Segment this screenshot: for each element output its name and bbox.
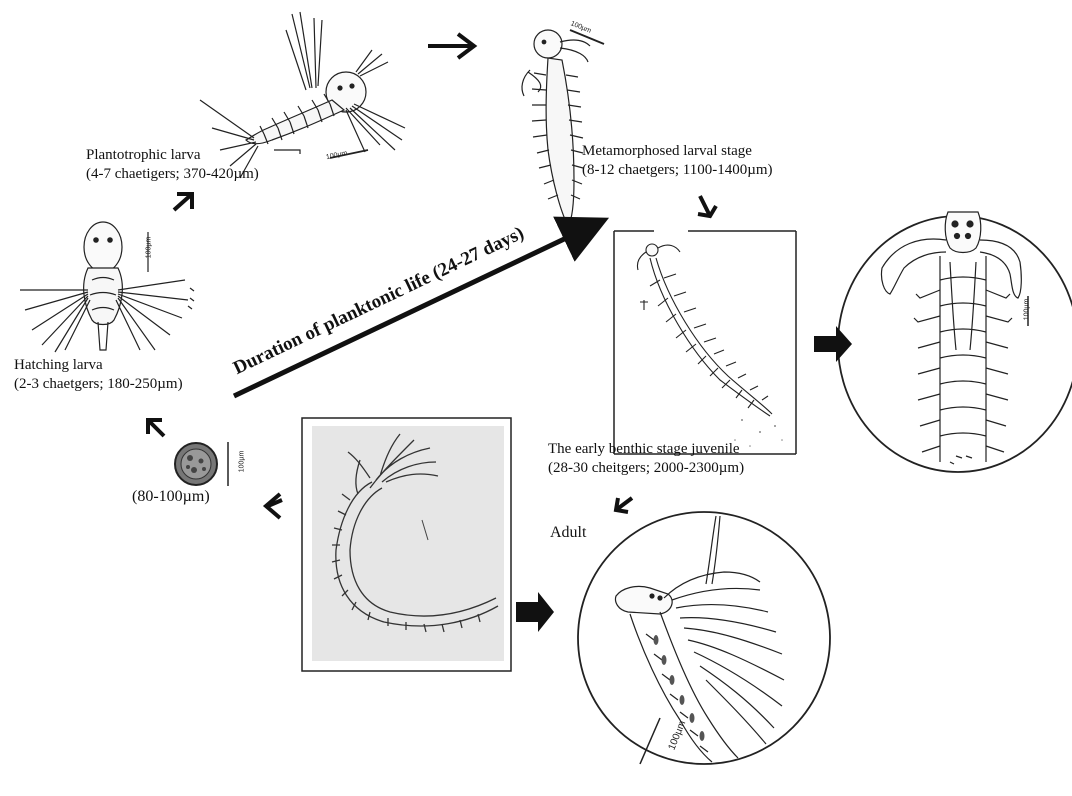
benthic-juvenile-panel: [614, 231, 796, 454]
plantotrophic-larva-illustration: [200, 12, 405, 178]
arrow-hatching-to-plantotrophic: [174, 194, 192, 210]
arrow-metamorphosed-to-benthic: [698, 196, 716, 216]
benthic-zoom-scale-label: 100µm: [1023, 299, 1030, 321]
metamorphosed-stage-detail: (8-12 chaetgers; 1100-1400µm): [582, 161, 773, 179]
planktonic-duration-arrow: [234, 222, 600, 396]
metamorphosed-stage-name: Metamorphosed larval stage: [582, 142, 752, 160]
metamorphosed-larva-illustration: [522, 30, 604, 226]
egg-scale-label: 100µm: [238, 451, 245, 473]
arrow-benthic-to-adult: [616, 498, 632, 512]
arrow-plantotrophic-to-metamorphosed: [428, 34, 474, 58]
arrow-adult-to-zoom: [516, 592, 554, 632]
adult-zoom-view: [578, 512, 830, 764]
arrow-adult-to-egg: [266, 494, 282, 518]
adult-label: Adult: [550, 524, 586, 542]
hatching-scale-label: 100µm: [145, 237, 152, 259]
arrow-egg-to-hatching: [148, 420, 164, 436]
juvenile-zoom-view: [838, 212, 1072, 472]
benthic-juvenile-detail: (28-30 cheitgers; 2000-2300µm): [548, 459, 744, 477]
plantotrophic-larva-detail: (4-7 chaetigers; 370-420µm): [86, 165, 259, 183]
benthic-juvenile-name: The early benthic stage juvenile: [548, 440, 740, 458]
plantotrophic-larva-name: Plantotrophic larva: [86, 146, 201, 164]
adult-photo-panel: [302, 418, 511, 671]
hatching-larva-name: Hatching larva: [14, 356, 103, 374]
egg-illustration: [175, 442, 228, 486]
hatching-larva-illustration: [20, 222, 194, 352]
hatching-larva-detail: (2-3 chaetgers; 180-250µm): [14, 375, 183, 393]
egg-size-label: (80-100µm): [132, 488, 210, 506]
